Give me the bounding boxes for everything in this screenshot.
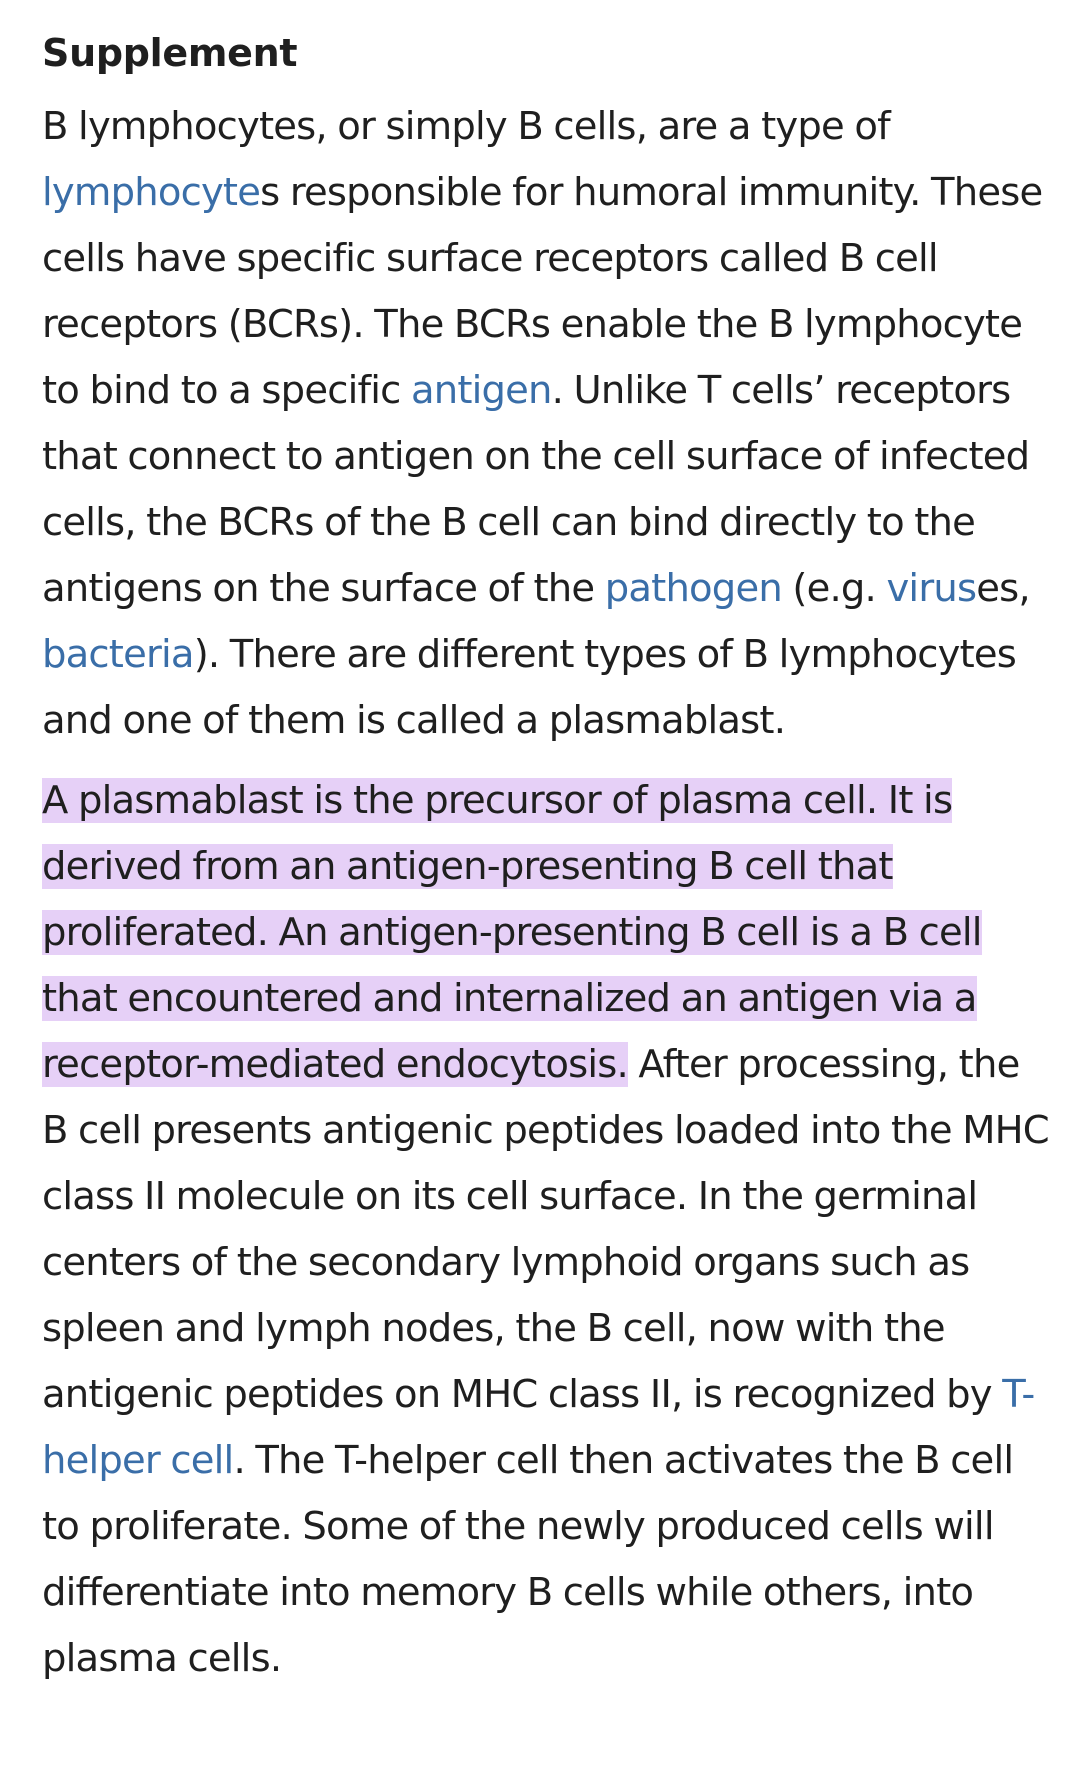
link-t-helper-cell[interactable]: T-helper cell — [42, 1372, 1035, 1483]
link-virus[interactable]: virus — [886, 566, 977, 611]
link-lymphocyte[interactable]: lymphocyte — [42, 170, 261, 215]
paragraph-text: After processing, the B cell presents an… — [42, 1042, 1050, 1417]
paragraph-text: s responsible for humoral immunity. Thes… — [42, 170, 1043, 413]
link-antigen[interactable]: antigen — [410, 368, 553, 413]
link-bacteria[interactable]: bacteria — [42, 632, 195, 677]
paragraph-text: es, — [976, 566, 1030, 611]
link-pathogen[interactable]: pathogen — [604, 566, 783, 611]
paragraph-text: ). There are different types of B lympho… — [42, 632, 1017, 743]
paragraph-text: . Unlike T cells’ receptors that connect… — [42, 368, 1030, 611]
paragraph-text: (e.g. — [781, 566, 887, 611]
paragraph-text: . The T-helper cell then activates the B… — [42, 1438, 1014, 1681]
paragraph-b-lymphocytes: B lymphocytes, or simply B cells, are a … — [42, 94, 1052, 754]
paragraph-plasmablast: A plasmablast is the precursor of plasma… — [42, 768, 1052, 1692]
section-heading: Supplement — [42, 31, 298, 75]
highlighted-text[interactable]: A plasmablast is the precursor of plasma… — [42, 778, 982, 1087]
paragraph-text: B lymphocytes, or simply B cells, are a … — [42, 104, 891, 149]
